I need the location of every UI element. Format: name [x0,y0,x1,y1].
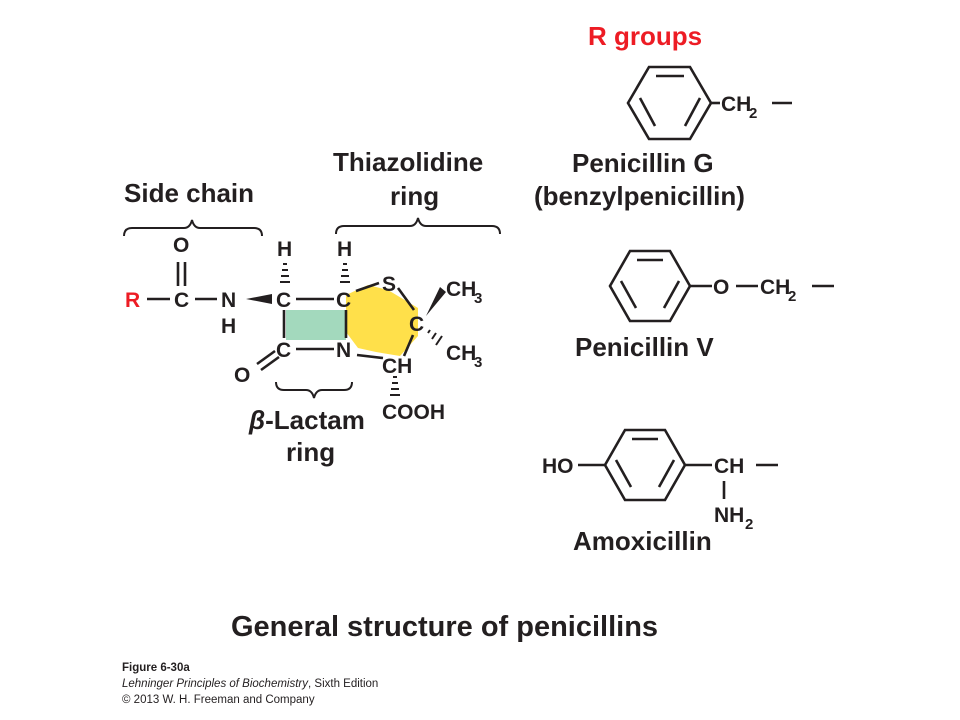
beta-lactam-bracket [275,381,353,399]
r-group-symbol: R [125,289,140,312]
beta-lactam-annotation: β-Lactam ring [248,381,365,467]
thiazolidine-label-line2: ring [390,181,439,211]
lactam-carbonyl-bond-b [260,355,280,372]
side-chain-annotation: Side chain [123,178,263,237]
penicillin-v-benzene-ring [608,249,692,323]
copyright-line: © 2013 W. H. Freeman and Company [122,694,315,706]
penicillin-v-oxygen: O [713,276,729,299]
penicillin-v-name: Penicillin V [575,332,714,362]
c-ch3-lower-hash [427,329,443,346]
s-c-bond [396,287,416,311]
beta-lactam-label-line2: ring [286,437,335,467]
lactam-carbon-top-left: C [276,289,291,312]
penicillin-v-group: O CH 2 Penicillin V [575,249,834,362]
methyl-upper: CH 3 [446,278,482,307]
amoxicillin-benzene-ring [603,428,687,502]
amoxicillin-aromatic-bond-3 [657,459,676,488]
thiazolidine-ring-fill [346,285,418,356]
methyl-upper-label: CH [446,278,476,301]
cooh-hash-bond [390,376,400,396]
methyl-upper-subscript: 3 [474,290,482,307]
lactam-carbonyl-bond-a [256,349,276,366]
penicillin-g-common-name: (benzylpenicillin) [534,181,745,211]
penicillin-v-aromatic-bond-3 [662,280,681,309]
bridge-carbon-top: C [336,289,351,312]
amide-carbon: C [174,289,189,312]
beta-lactam-ring-fill [286,310,346,340]
methyl-lower-subscript: 3 [474,354,482,371]
penicillin-g-group: CH 2 Penicillin G (benzylpenicillin) [534,65,792,211]
penicillin-g-aromatic-bond-3 [683,97,702,127]
n-c-wedge-bond [246,294,272,304]
penicillin-g-aromatic-bond-2 [638,97,657,127]
side-chain-label: Side chain [124,178,254,208]
hydrogen-left: H [277,238,292,261]
amoxicillin-aromatic-bond-2 [614,459,633,488]
figure-title: General structure of penicillins [231,611,658,643]
lactam-word: -Lactam [265,405,365,435]
book-edition: , Sixth Edition [308,678,379,690]
beta-lactam-label-line1: β-Lactam [248,405,365,435]
amoxicillin-amine-subscript: 2 [745,516,753,533]
penicillin-g-benzene-ring [626,65,713,141]
methyl-lower-label: CH [446,342,476,365]
penicillin-core-structure: R O C N H H H C C C N O S C CH CH 3 CH 3… [125,234,482,424]
methyl-lower: CH 3 [446,342,482,371]
book-reference: Lehninger Principles of Biochemistry, Si… [122,676,378,692]
side-chain-bracket [123,219,263,237]
h-hash-bond-right [340,263,350,283]
penicillin-g-ch2: CH [721,93,751,116]
carboxyl-group: COOH [382,401,445,424]
figure-caption: Figure 6-30a Lehninger Principles of Bio… [122,660,378,708]
book-title: Lehninger Principles of Biochemistry [122,678,309,690]
hydrogen-right: H [337,238,352,261]
penicillin-v-aromatic-bond-2 [619,280,638,309]
beta-symbol: β [248,405,265,435]
amoxicillin-ch: CH [714,455,744,478]
amide-nitrogen: N [221,289,236,312]
penicillin-v-ch2: CH [760,276,790,299]
penicillin-g-name: Penicillin G [572,148,714,178]
figure-number: Figure 6-30a [122,662,190,674]
thiazolidine-label-line1: Thiazolidine [333,147,483,177]
penicillin-v-ch2-subscript: 2 [788,288,796,305]
r-groups-heading: R groups [588,21,702,51]
amoxicillin-amine: NH [714,504,744,527]
c-ch3-upper-wedge [426,287,446,316]
c-s-bond [355,281,380,293]
sulfur-atom: S [382,273,396,296]
h-hash-bond-left [280,263,290,283]
bridge-nitrogen: N [336,339,351,362]
amoxicillin-group: HO CH NH 2 Amoxicillin [542,428,778,556]
ch-carbon: CH [382,355,412,378]
lactam-carbon-bottom: C [276,339,291,362]
amoxicillin-name: Amoxicillin [573,526,712,556]
quaternary-carbon: C [409,313,424,336]
lactam-carbonyl-oxygen: O [234,364,250,387]
thiazolidine-bracket [335,217,501,235]
amide-hydrogen: H [221,315,236,338]
thiazolidine-annotation: Thiazolidine ring [333,147,501,235]
n-ch-bond [356,353,384,360]
penicillin-g-ch2-subscript: 2 [749,105,757,122]
carbonyl-oxygen: O [173,234,189,257]
ch-c-bond [402,334,415,357]
amoxicillin-hydroxyl: HO [542,455,574,478]
